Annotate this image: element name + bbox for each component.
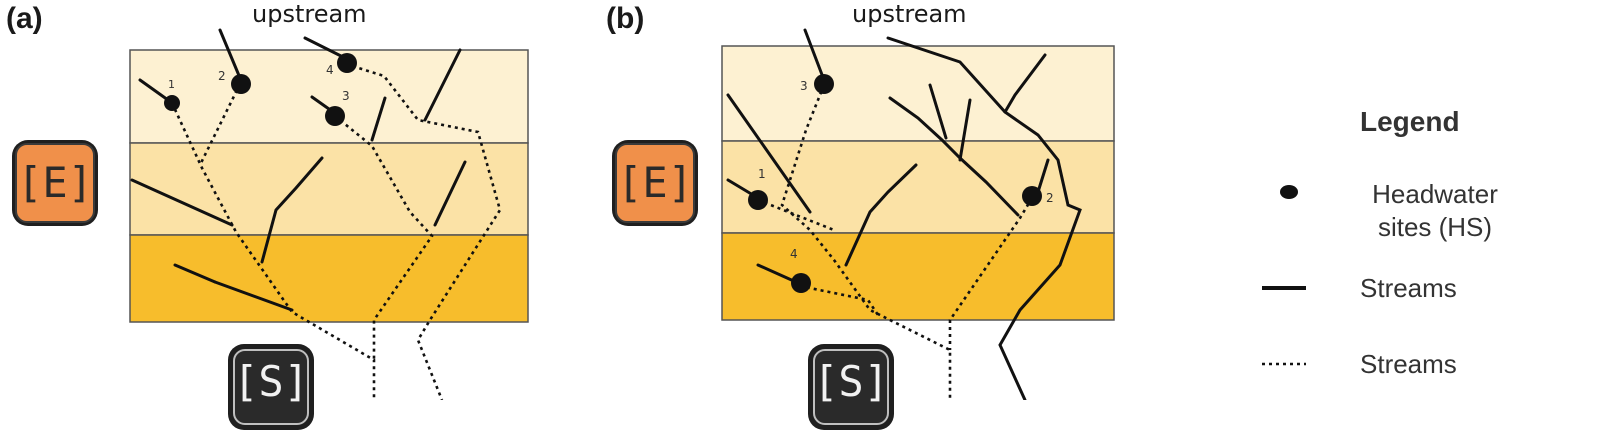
panel-a-e-badge-text: [E]: [15, 143, 95, 223]
panel-a-band-mid: [129, 142, 529, 236]
panel-a-site-label-3: 3: [342, 89, 350, 103]
legend-streams-label: Streams: [1360, 273, 1457, 303]
legend: Legend Headwater sites (HS) Streams Stre…: [1240, 96, 1580, 400]
legend-headwater-label-line2: sites (HS): [1377, 211, 1493, 242]
panel-a-band-bottom: [129, 234, 529, 323]
panel-a-site-label-2: 2: [218, 69, 226, 83]
panel-b-letter: (b): [606, 2, 645, 35]
panel-a-streams: [130, 28, 467, 312]
legend-dotted-stream-icon: [1262, 362, 1306, 366]
panel-a-band-top: [129, 49, 529, 144]
panel-a-letter: (a): [6, 2, 43, 35]
legend-headwater-icon: [1280, 185, 1298, 199]
panel-b-band-mid: [721, 140, 1115, 234]
panel-a-e-badge: [E]: [12, 140, 98, 226]
panel-a-site-label-4: 4: [326, 63, 334, 77]
panel-b-flowpaths: [757, 84, 1034, 400]
legend-dotted-streams-label: Streams: [1360, 349, 1457, 379]
panel-b-upstream-label: upstream: [852, 0, 967, 28]
panel-b-e-badge-text: [E]: [615, 143, 695, 223]
legend-stream-line-icon: [1262, 286, 1306, 290]
panel-b-e-badge: [E]: [612, 140, 698, 226]
panel-a-upstream-label: upstream: [252, 0, 367, 28]
panel-b-site-label-4: 4: [790, 247, 798, 261]
panel-b-sites: [748, 74, 1042, 293]
panel-b-diagram: 1 2 3 4: [721, 28, 1115, 400]
panel-a-sites: [164, 53, 357, 126]
legend-headwater-label-line1: Headwater: [1372, 179, 1498, 209]
panel-a-site-label-1: 1: [168, 78, 175, 91]
panel-a-flowpaths: [170, 62, 502, 400]
panel-b-site-label-1: 1: [758, 167, 766, 181]
legend-headwater-label: Headwater sites (HS): [1340, 178, 1530, 243]
panel-b-band-top: [721, 45, 1115, 142]
panel-a-diagram: 1 2 3 4: [129, 28, 529, 400]
panel-b-streams: [726, 28, 1082, 400]
panel-b-site-label-2: 2: [1046, 191, 1054, 205]
panel-b-site-label-3: 3: [800, 79, 808, 93]
legend-title: Legend: [1360, 106, 1460, 137]
